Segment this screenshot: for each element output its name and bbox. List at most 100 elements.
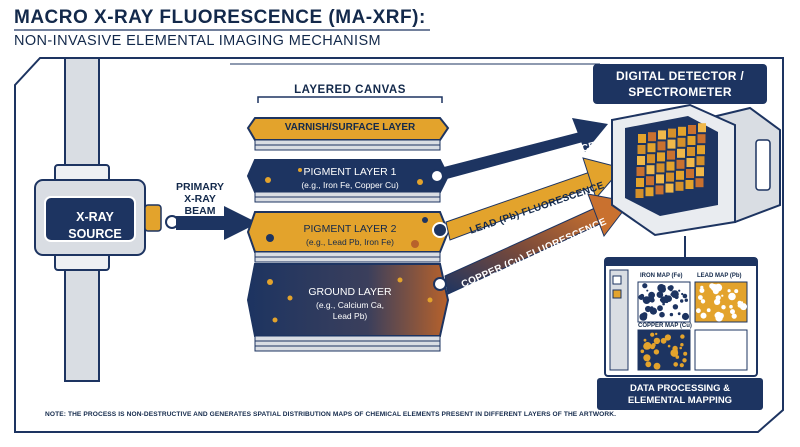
map-texture-blob <box>675 355 680 359</box>
detector-pixel <box>645 187 654 197</box>
map-texture-blob <box>731 313 737 319</box>
detector-pixel <box>656 174 664 184</box>
detector-pixel <box>655 185 664 195</box>
detector-pixel <box>677 148 685 158</box>
map-texture-blob <box>679 363 684 368</box>
processing-line1: DATA PROCESSING & <box>629 383 731 394</box>
xray-source-line1: X-RAY <box>76 210 114 224</box>
map-texture-blob <box>712 288 719 295</box>
map-texture-blob <box>727 289 731 293</box>
map-texture-blob <box>673 362 678 367</box>
map-texture-blob <box>664 334 672 341</box>
map-texture-blob <box>730 309 735 315</box>
map-texture-blob <box>653 362 661 370</box>
map-texture-blob <box>682 293 688 299</box>
detector-pixel <box>646 165 655 175</box>
detector-pixel <box>697 145 705 155</box>
map-texture-blob <box>659 311 665 318</box>
detector-pixel <box>666 161 675 171</box>
layered-canvas-heading: LAYERED CANVAS <box>294 84 406 96</box>
pigment-layer-1-subtitle: (e.g., Iron Fe, Copper Cu) <box>301 180 399 190</box>
map-texture-blob <box>655 332 658 336</box>
detector-pixel <box>657 152 665 162</box>
map-texture-blob <box>643 354 651 362</box>
detector-pixel <box>665 183 674 193</box>
map-texture-blob <box>669 312 674 317</box>
detector-pixel <box>686 158 695 167</box>
map-texture-blob <box>638 294 645 301</box>
map-texture-blob <box>706 308 711 313</box>
map-texture-blob <box>649 307 658 315</box>
detector-pixel <box>635 189 644 198</box>
footnote: NOTE: THE PROCESS IS NON-DESTRUCTIVE AND… <box>45 411 617 418</box>
canvas-bracket <box>257 96 443 103</box>
map-texture-blob <box>729 304 733 309</box>
map-texture-blob <box>645 305 652 313</box>
map-texture-blob <box>646 289 649 292</box>
processing-label: DATA PROCESSING & ELEMENTAL MAPPING <box>600 383 760 407</box>
map-texture-blob <box>699 288 705 293</box>
map-texture-blob <box>683 351 688 356</box>
map-texture-blob <box>734 289 739 294</box>
map-texture-blob <box>737 303 742 308</box>
varnish-layer-label: VARNISH/SURFACE LAYER <box>284 122 416 133</box>
iron-map-image <box>637 281 691 323</box>
primary-beam-label: PRIMARY X-RAY BEAM <box>160 181 240 217</box>
lead-map-image <box>694 281 748 323</box>
detector-pixel <box>646 176 654 186</box>
detector-pixel <box>656 163 665 173</box>
detector-pixel <box>695 178 704 188</box>
detector-pixel <box>638 134 646 143</box>
map-texture-blob <box>679 346 682 350</box>
beam-line3: BEAM <box>184 205 216 217</box>
map-texture-blob <box>700 312 707 319</box>
map-texture-blob <box>671 290 679 298</box>
page-title: MACRO X-RAY FLUORESCENCE (MA-XRF): <box>14 7 426 28</box>
map-texture-blob <box>678 289 681 292</box>
detector-pixel <box>636 178 644 187</box>
map-texture-blob <box>640 349 645 354</box>
pigment-layer-2-title: PIGMENT LAYER 2 <box>303 223 397 235</box>
map-texture-blob <box>651 343 656 347</box>
processing-box <box>597 378 763 410</box>
detector-pixel <box>687 147 695 156</box>
map-texture-blob <box>650 332 655 337</box>
ground-layer-subtitle-line2: Lead Pb) <box>332 311 368 321</box>
detector-pixel <box>697 134 706 144</box>
map-texture-blob <box>667 344 671 348</box>
detector-pixel <box>668 128 676 138</box>
map-texture-blob <box>672 304 679 310</box>
map-texture-blob <box>672 348 678 354</box>
empty-map-image <box>694 329 748 371</box>
page-subtitle: NON-INVASIVE ELEMENTAL IMAGING MECHANISM <box>14 33 382 49</box>
copper-map-image <box>637 329 691 371</box>
detector-pixel <box>647 143 656 153</box>
detector-pixel <box>667 150 675 160</box>
pigment-layer-1-title: PIGMENT LAYER 1 <box>303 166 397 178</box>
map-texture-blob <box>680 343 684 347</box>
map-texture-blob <box>698 295 703 300</box>
detector-pixel <box>675 181 684 191</box>
detector-pixel <box>686 169 694 178</box>
detector-pixel <box>657 141 666 151</box>
detector-pixel <box>666 172 674 182</box>
map-texture-blob <box>700 299 706 304</box>
map-texture-blob <box>696 308 701 314</box>
pigment-layer-2-shape <box>246 211 450 263</box>
detector-pixel <box>647 154 655 164</box>
varnish-layer-shape <box>246 117 450 151</box>
pigment-layer-2-subtitle: (e.g., Lead Pb, Iron Fe) <box>306 237 394 247</box>
detector-heading-line1: DIGITAL DETECTOR / <box>615 69 745 83</box>
outer-frame <box>14 57 784 433</box>
ground-layer-title: GROUND LAYER <box>308 286 392 298</box>
map-texture-blob <box>643 314 647 319</box>
map-texture-blob <box>645 361 652 368</box>
detector-pixel <box>667 139 676 149</box>
detector-pixel <box>648 132 656 142</box>
iron-fluorescence-arrow <box>440 118 608 180</box>
beam-line2: X-RAY <box>184 193 216 205</box>
detector-pixel <box>687 136 696 145</box>
detector-pixel <box>636 167 645 176</box>
